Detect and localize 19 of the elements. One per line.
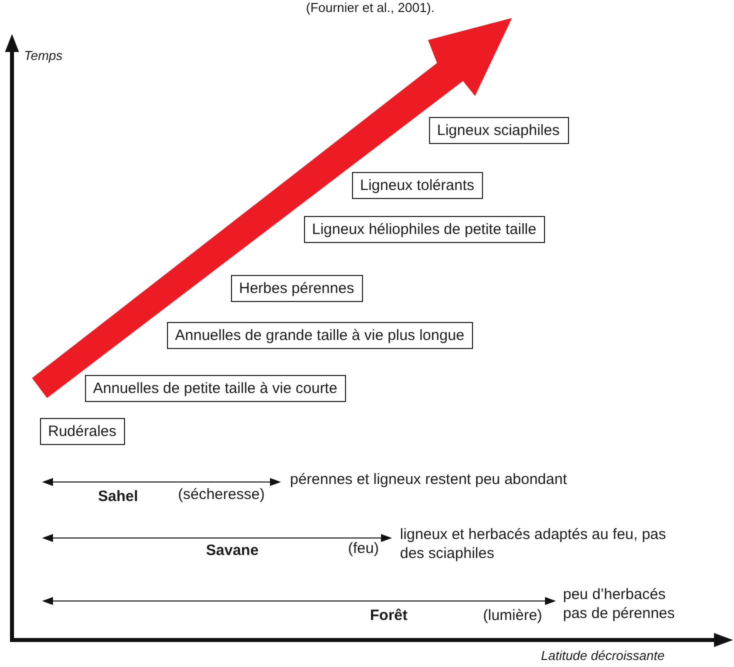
species-group-box: Ligneux sciaphiles <box>429 117 569 144</box>
species-group-box: Herbes pérennes <box>231 275 364 302</box>
annotation-text: (lumière) <box>483 607 542 626</box>
species-group-box: Ligneux tolérants <box>352 172 484 199</box>
annotation-text: (Fournier et al., 2001). <box>306 0 435 16</box>
zone-name: Sahel <box>98 488 138 507</box>
annotation-text: (feu) <box>348 540 379 559</box>
annotation-text: Latitude décroissante <box>541 648 665 664</box>
species-group-box: Annuelles de petite taille à vie courte <box>85 375 346 402</box>
annotation-text: Temps <box>24 48 63 64</box>
annotation-text: (sécheresse) <box>178 486 265 505</box>
species-group-box: Annuelles de grande taille à vie plus longue <box>167 322 474 349</box>
annotation-text: peu d’herbacés pas de pérennes <box>563 586 676 624</box>
annotation-text: ligneux et herbacés adaptés au feu, pas des sciaphiles <box>400 526 668 564</box>
species-group-box: Rudérales <box>40 418 126 445</box>
annotation-text: pérennes et ligneux restent peu abondant <box>290 471 567 490</box>
species-group-box: Ligneux héliophiles de petite taille <box>304 216 546 243</box>
zone-name: Forêt <box>370 607 408 626</box>
zone-name: Savane <box>206 542 259 561</box>
